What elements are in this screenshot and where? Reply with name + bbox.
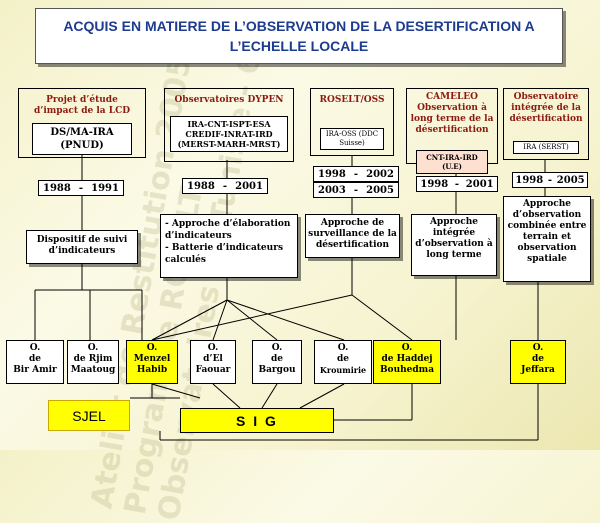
sjel-box: SJEL — [48, 400, 130, 431]
integree-year-start: 1998 — [515, 174, 544, 186]
observatory-prefix: O. — [29, 343, 41, 353]
cameleo-institution: CNT-IRA-IRD (U.E) — [416, 150, 488, 174]
observatory-bir-amir: O. de Bir Amir — [6, 340, 64, 384]
observatory-line2: Bargou — [258, 365, 296, 375]
observatory-prefix: O. — [532, 343, 544, 353]
observatory-kroumirie: O. de Kroumirie — [314, 340, 372, 384]
observatory-prefix: O. — [337, 343, 349, 353]
sig-box: S I G — [180, 408, 334, 433]
cameleo-header: CAMELEO Observation à long terme de la d… — [410, 92, 494, 135]
page-title: ACQUIS EN MATIERE DE L’OBSERVATION DE LA… — [35, 8, 563, 64]
connector-lines — [34, 133, 546, 441]
observatory-line1: de — [270, 354, 284, 364]
observatory-line2: Habib — [136, 365, 168, 375]
observatory-prefix: O. — [87, 343, 99, 353]
observatory-line1: de — [336, 354, 350, 364]
cameleo-year-end: 2001 — [465, 178, 494, 190]
dypen-approach-1: - Approche d’élaboration d’indicateurs — [165, 219, 291, 241]
observatory-bargou: O. de Bargou — [252, 340, 302, 384]
observatory-line2: Bouhedma — [379, 365, 435, 375]
integree-institution: IRA (SERST) — [513, 141, 579, 154]
cameleo-years: 1998 - 2001 — [416, 176, 498, 192]
lcd-header: Projet d’étude d’impact de la LCD — [33, 95, 131, 116]
observatory-line1: de Rjim — [73, 354, 113, 364]
observatory-line1: Menzel — [133, 354, 171, 364]
roselt-year2-start: 2003 — [318, 184, 346, 196]
lcd-year-end: 1991 — [91, 182, 119, 194]
observatory-line1: de — [28, 354, 42, 364]
integree-approach-text: Approche d’observation combinée entre te… — [507, 199, 587, 264]
observatory-prefix: O. — [401, 343, 413, 353]
observatory-line1: de — [531, 354, 545, 364]
cameleo-year-start: 1998 — [420, 178, 449, 190]
roselt-approach: Approche de surveillance de la désertifi… — [305, 214, 400, 258]
integree-header: Observatoire intégrée de la désertificat… — [509, 92, 583, 124]
integree-approach: Approche d’observation combinée entre te… — [503, 196, 591, 282]
observatory-rjim-maatoug: O. de Rjim Maatoug — [67, 340, 119, 384]
observatory-prefix: O. — [271, 343, 283, 353]
roselt-year1-start: 1998 — [318, 168, 346, 180]
lcd-approach-text: Dispositif de suivi d’indicateurs — [36, 235, 128, 256]
lcd-year-start: 1988 — [43, 182, 71, 194]
dypen-year-end: 2001 — [235, 180, 263, 192]
integree-years: 1998 - 2005 — [512, 172, 588, 188]
roselt-year1-end: 2002 — [366, 168, 394, 180]
observatory-prefix: O. — [207, 343, 219, 353]
integree-box: Observatoire intégrée de la désertificat… — [503, 88, 589, 160]
dypen-institution: IRA-CNT-ISPT-ESA CREDIF-INRAT-IRD (MERST… — [170, 116, 288, 152]
observatory-el-faouar: O. d’El Faouar — [190, 340, 236, 384]
observatory-line2: Bir Amir — [13, 365, 57, 375]
cameleo-approach-text: Approche intégrée d’observation à long t… — [415, 217, 493, 260]
sig-label: S I G — [236, 413, 278, 429]
dypen-approach: - Approche d’élaboration d’indicateurs -… — [160, 214, 298, 278]
observatory-haddej-bouhedma: O. de Haddej Bouhedma — [373, 340, 441, 384]
lcd-years: 1988 - 1991 — [38, 180, 124, 196]
cameleo-institution-text: CNT-IRA-IRD (U.E) — [426, 153, 478, 171]
lcd-approach: Dispositif de suivi d’indicateurs — [26, 230, 138, 264]
observatory-line1: de Haddej — [381, 354, 433, 364]
observatory-line1: d’El — [203, 354, 223, 364]
observatory-jeffara: O. de Jeffara — [510, 340, 566, 384]
dypen-box: Observatoires DYPEN IRA-CNT-ISPT-ESA CRE… — [164, 88, 294, 162]
cameleo-approach: Approche intégrée d’observation à long t… — [411, 214, 497, 276]
title-line-2: L’ECHELLE LOCALE — [229, 38, 369, 54]
observatory-line2: Maatoug — [70, 365, 116, 375]
dypen-institution-text: IRA-CNT-ISPT-ESA CREDIF-INRAT-IRD (MERST… — [177, 119, 281, 149]
observatory-line2: Kroumirie — [319, 365, 367, 375]
roselt-year2-end: 2005 — [366, 184, 394, 196]
observatory-prefix: O. — [146, 343, 158, 353]
roselt-institution-text: IRA-OSS (DDC Suisse) — [325, 130, 379, 147]
roselt-years-2: 2003 - 2005 — [313, 182, 399, 198]
sjel-label: SJEL — [72, 408, 106, 424]
title-line-1: ACQUIS EN MATIERE DE L’OBSERVATION DE LA… — [63, 18, 535, 34]
lcd-institution: DS/MA-IRA (PNUD) — [32, 123, 132, 155]
roselt-header: ROSELT/OSS — [319, 95, 385, 105]
roselt-years-1: 1998 - 2002 — [313, 166, 399, 182]
observatory-line2: Jeffara — [521, 365, 555, 375]
dypen-approach-2: - Batterie d’indicateurs calculés — [165, 243, 284, 265]
dypen-header: Observatoires DYPEN — [174, 95, 284, 105]
roselt-approach-text: Approche de surveillance de la désertifi… — [308, 218, 397, 250]
lcd-project-box: Projet d’étude d’impact de la LCD DS/MA-… — [18, 88, 146, 158]
observatory-line2: Faouar — [195, 365, 231, 375]
dypen-years: 1988 - 2001 — [182, 178, 268, 194]
integree-year-end: 2005 — [556, 174, 585, 186]
roselt-institution: IRA-OSS (DDC Suisse) — [320, 128, 384, 150]
dypen-year-start: 1988 — [187, 180, 215, 192]
observatory-menzel-habib: O. Menzel Habib — [126, 340, 178, 384]
integree-institution-text: IRA (SERST) — [523, 143, 569, 151]
lcd-institution-text: DS/MA-IRA (PNUD) — [50, 127, 114, 151]
roselt-box: ROSELT/OSS IRA-OSS (DDC Suisse) — [310, 88, 394, 156]
